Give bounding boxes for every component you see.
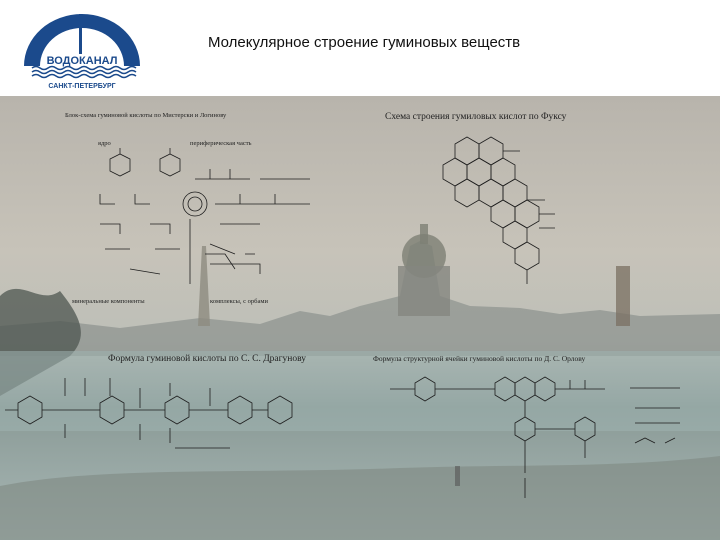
label-minerals: минеральные компоненты — [72, 298, 145, 305]
fuchs-structure — [442, 136, 555, 284]
logo-wordmark: ВОДОКАНАЛ — [47, 55, 118, 67]
background-photo: Блок-схема гуминовой кислоты по Мистерск… — [0, 96, 720, 540]
schematic-structure — [99, 148, 310, 284]
caption-orlov: Формула структурной ячейки гуминовой кис… — [373, 354, 586, 363]
panel-mistersky-loginov: Блок-схема гуминовой кислоты по Мистерск… — [60, 104, 380, 305]
panel-orlov: Формула структурной ячейки гуминовой кис… — [370, 348, 705, 508]
vodokanal-logo: ВОДОКАНАЛ САНКТ-ПЕТЕРБУРГ — [24, 14, 140, 90]
logo-city: САНКТ-ПЕТЕРБУРГ — [48, 83, 115, 90]
city-silhouette — [0, 224, 720, 540]
slide-title: Молекулярное строение гуминовых веществ — [208, 34, 521, 51]
label-complexes: комплексы, с орбами — [210, 298, 268, 305]
label-core: ядро — [98, 140, 111, 147]
header: ВОДОКАНАЛ САНКТ-ПЕТЕРБУРГ Молекулярное с… — [0, 0, 720, 96]
caption-mistersky: Блок-схема гуминовой кислоты по Мистерск… — [65, 112, 227, 119]
label-periphery: периферическая часть — [190, 140, 252, 147]
panel-fuchs: Схема строения гумиловых кислот по Фуксу — [385, 104, 635, 304]
panel-dragunov: Формула гуминовой кислоты по С. С. Драгу… — [0, 348, 360, 468]
dragunov-structure — [5, 378, 293, 449]
orlov-structure — [390, 376, 680, 498]
caption-fuchs: Схема строения гумиловых кислот по Фуксу — [385, 112, 567, 122]
caption-dragunov: Формула гуминовой кислоты по С. С. Драгу… — [108, 354, 307, 364]
